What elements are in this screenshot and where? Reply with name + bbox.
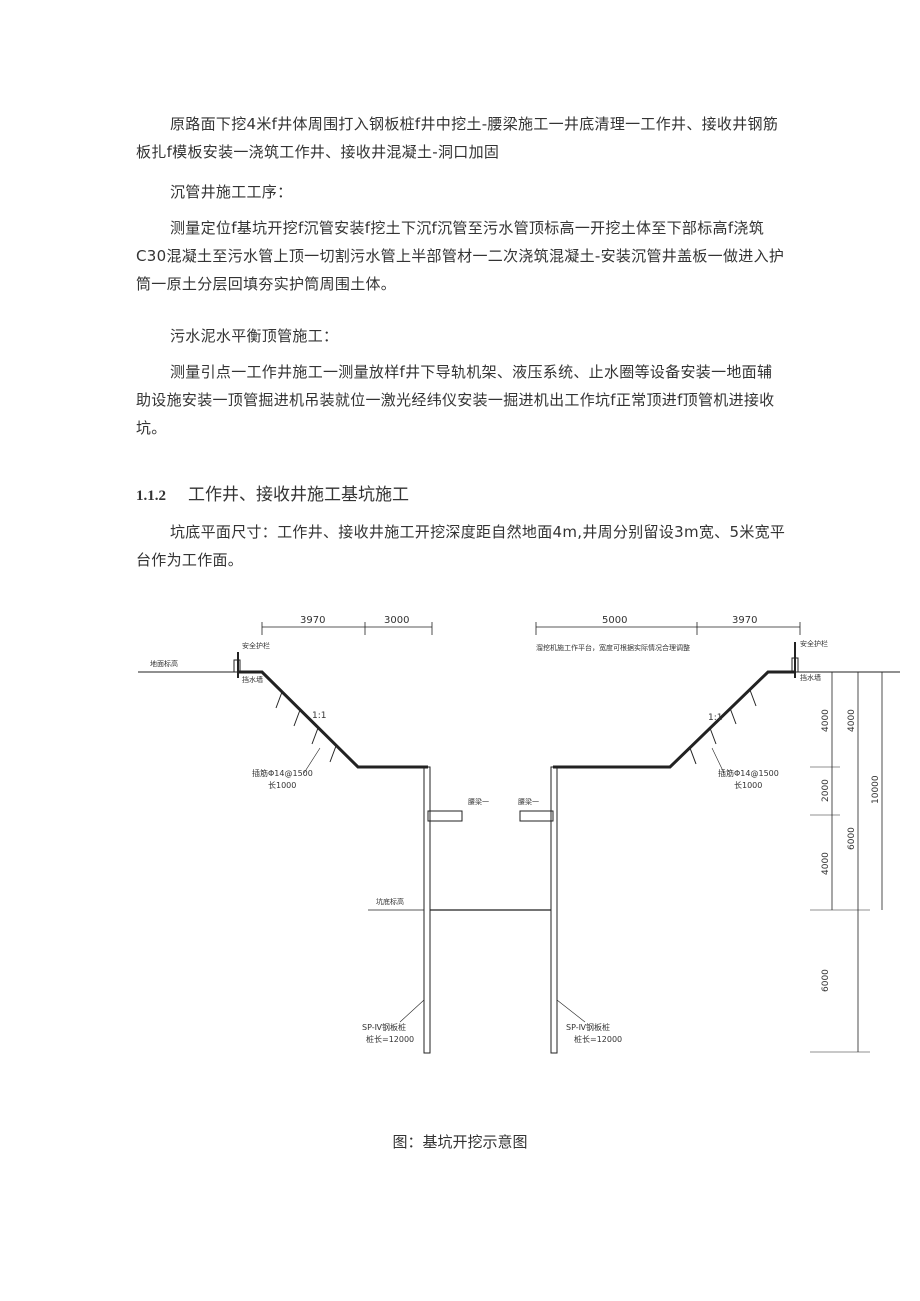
left-pile-label-2: 桩长=12000 bbox=[366, 1034, 414, 1044]
right-anchor-label-2: 长1000 bbox=[734, 780, 762, 790]
left-anchor-label-1: 插筋Φ14@1500 bbox=[252, 768, 313, 778]
paragraph-4: 污水泥水平衡顶管施工： bbox=[170, 327, 339, 345]
vdim-b-2: 6000 bbox=[847, 827, 857, 850]
paragraph-6: 坑底平面尺寸：工作井、接收井施工开挖深度距自然地面4m,井周分别留设3m宽、5米… bbox=[136, 523, 786, 569]
right-dim-1: 5000 bbox=[602, 615, 627, 626]
vdim-a-1: 4000 bbox=[821, 709, 831, 732]
right-pile-label-2: 桩长=12000 bbox=[574, 1034, 622, 1044]
left-dim-1: 3970 bbox=[300, 615, 325, 626]
vdim-a-4: 6000 bbox=[821, 969, 831, 992]
left-pile-label-1: SP-Ⅳ钢板桩 bbox=[362, 1022, 406, 1032]
right-dim-2: 3970 bbox=[732, 615, 757, 626]
left-anchor-label-2: 长1000 bbox=[268, 780, 296, 790]
right-drain-label: 挡水墙 bbox=[800, 673, 821, 682]
paragraph-3: 测量定位f基坑开挖f沉管安装f挖土下沉f沉管至污水管顶标高一开挖土体至下部标高f… bbox=[136, 219, 785, 293]
left-dim-2: 3000 bbox=[384, 615, 409, 626]
paragraph-5: 测量引点一工作井施工一测量放样f井下导轨机架、液压系统、止水圈等设备安装一地面辅… bbox=[136, 363, 775, 437]
section-heading: 1.1.2 工作井、接收井施工基坑施工 bbox=[136, 480, 409, 505]
excavation-diagram: 3970 3000 5000 3970 溜挖机施工作平台，宽度可根据实际情况合理… bbox=[138, 615, 900, 1054]
left-drain-label: 挡水墙 bbox=[242, 675, 263, 684]
right-slope-label: 1:1 bbox=[708, 713, 722, 723]
right-waler-label: 腰梁一 bbox=[518, 797, 539, 806]
vdim-a-3: 4000 bbox=[821, 852, 831, 875]
vdim-b-1: 4000 bbox=[847, 709, 857, 732]
left-slope-label: 1:1 bbox=[312, 711, 326, 721]
paragraph-2: 沉管井施工工序： bbox=[170, 183, 293, 201]
section-title: 工作井、接收井施工基坑施工 bbox=[188, 485, 409, 505]
right-anchor-label-1: 插筋Φ14@1500 bbox=[718, 768, 779, 778]
right-platform-note: 溜挖机施工作平台，宽度可根据实际情况合理调整 bbox=[536, 643, 690, 652]
left-waler-label: 腰梁一 bbox=[468, 797, 489, 806]
figure-caption: 图：基坑开挖示意图 bbox=[392, 1133, 528, 1151]
left-railing-label: 安全护栏 bbox=[242, 641, 270, 650]
bottom-level-label: 坑底标高 bbox=[376, 897, 404, 906]
right-railing-label: 安全护栏 bbox=[800, 639, 828, 648]
vdim-total: 10000 bbox=[871, 775, 881, 804]
paragraph-1: 原路面下挖4米f井体周围打入钢板桩f井中挖土-腰梁施工一井底清理一工作井、接收井… bbox=[136, 115, 779, 161]
right-pile-label-1: SP-Ⅳ钢板桩 bbox=[566, 1022, 610, 1032]
vdim-a-2: 2000 bbox=[821, 779, 831, 802]
ground-level-label: 地面标高 bbox=[150, 659, 178, 668]
section-number: 1.1.2 bbox=[136, 488, 166, 504]
